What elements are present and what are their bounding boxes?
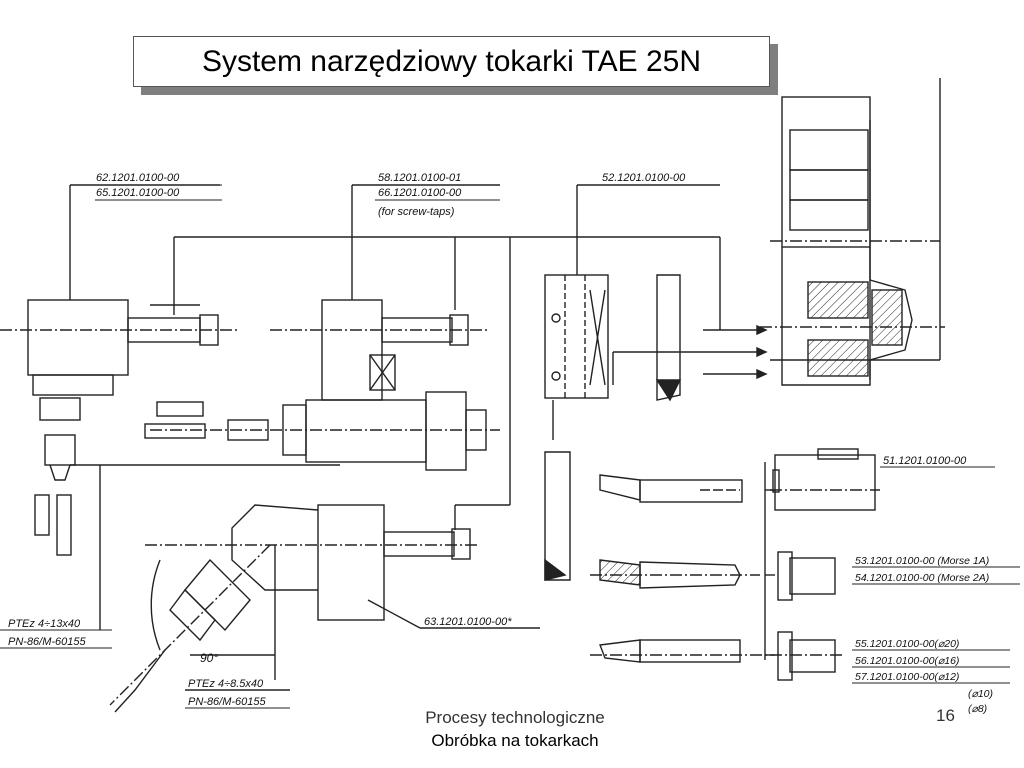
footer: Procesy technologiczne Obróbka na tokark… bbox=[380, 706, 650, 752]
label-ptez-2: PTEz 4÷8.5x40 bbox=[188, 678, 264, 690]
holder-62-65 bbox=[0, 184, 269, 556]
page-number: 16 bbox=[936, 706, 955, 725]
holder-52 bbox=[544, 274, 682, 581]
slide-title: System narzędziowy tokarki TAE 25N bbox=[133, 36, 770, 87]
label-55: 55.1201.0100-00(⌀20) bbox=[855, 638, 959, 650]
label-57: 57.1201.0100-00(⌀12) bbox=[855, 671, 959, 683]
label-angle: 90° bbox=[200, 651, 218, 665]
label-58: 58.1201.0100-01 bbox=[378, 172, 461, 184]
label-ptez-1: PTEz 4÷13x40 bbox=[8, 618, 81, 630]
label-63: 63.1201.0100-00* bbox=[424, 616, 512, 628]
label-53: 53.1201.0100-00 (Morse 1A) bbox=[855, 555, 989, 567]
connector-lines bbox=[70, 184, 775, 660]
holder-58-66 bbox=[150, 184, 500, 471]
label-62: 62.1201.0100-00 bbox=[96, 172, 180, 184]
arrows-to-turret bbox=[703, 324, 768, 380]
label-52: 52.1201.0100-00 bbox=[602, 172, 686, 184]
footer-line2: Obróbka na tokarkach bbox=[431, 731, 599, 750]
label-66: 66.1201.0100-00 bbox=[378, 187, 462, 199]
label-d10: (⌀10) bbox=[968, 688, 993, 700]
label-underlines bbox=[0, 184, 1020, 709]
label-65: 65.1201.0100-00 bbox=[96, 187, 180, 199]
label-pn-1: PN-86/M-60155 bbox=[8, 636, 87, 648]
footer-line1: Procesy technologiczne bbox=[425, 708, 605, 727]
label-pn-2: PN-86/M-60155 bbox=[188, 696, 267, 708]
holder-63-angled bbox=[109, 504, 540, 713]
label-screw-taps: (for screw-taps) bbox=[378, 206, 455, 218]
label-d8: (⌀8) bbox=[968, 703, 987, 715]
boring-tools bbox=[590, 448, 880, 681]
label-51: 51.1201.0100-00 bbox=[883, 455, 967, 467]
label-54: 54.1201.0100-00 (Morse 2A) bbox=[855, 572, 989, 584]
label-56: 56.1201.0100-00(⌀16) bbox=[855, 655, 959, 667]
turret-block bbox=[760, 78, 945, 386]
